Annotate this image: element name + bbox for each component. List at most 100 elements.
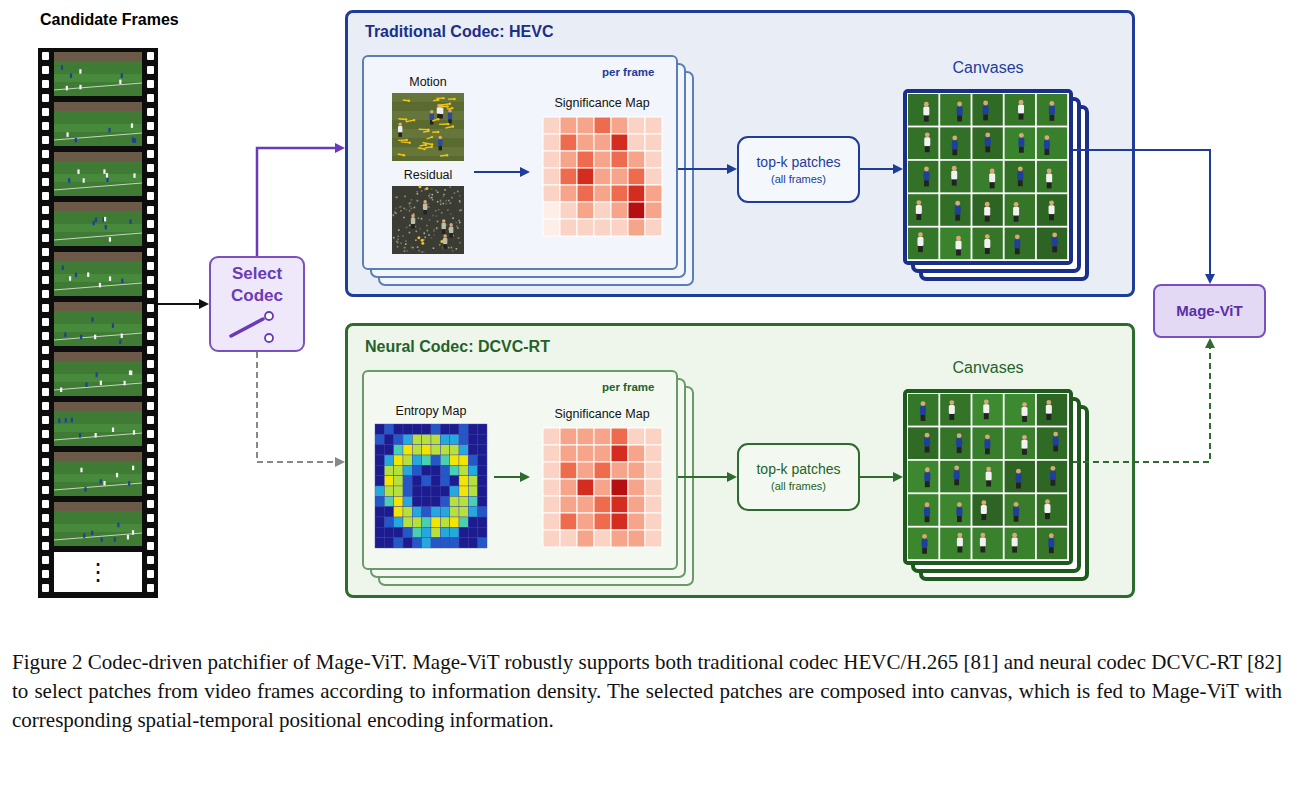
drawing-part — [1037, 528, 1067, 560]
node-text: per frame — [602, 380, 654, 394]
player-head — [1049, 101, 1054, 106]
drawing-part — [54, 424, 142, 432]
text-holder: Entropy Map — [375, 404, 487, 420]
entropy-cell — [412, 507, 421, 517]
connector-line — [678, 476, 729, 478]
player-head — [442, 219, 446, 223]
drawing-part — [908, 528, 938, 560]
drawing-part — [1005, 394, 1035, 426]
motion-vector — [422, 143, 432, 145]
player-dot — [80, 468, 82, 473]
map-cell — [645, 496, 662, 513]
player-dot — [133, 173, 135, 178]
residual-speckle — [421, 242, 424, 245]
residual-speckle — [459, 242, 461, 244]
player-dot — [105, 225, 107, 230]
player-figure — [956, 507, 962, 516]
map-cell — [577, 513, 594, 530]
residual-speckle — [449, 186, 451, 188]
canvas-patch — [940, 494, 970, 526]
entropy-cell — [412, 527, 421, 537]
entropy-cell — [403, 496, 412, 506]
sprocket-hole — [147, 150, 154, 158]
canvas-patch — [1005, 194, 1035, 226]
sprocket-hole — [42, 276, 49, 284]
entropy-cell — [394, 507, 403, 517]
text-holder: Significance Map — [532, 407, 672, 423]
significance-map — [543, 117, 662, 236]
entropy-cell — [422, 455, 431, 465]
sprocket-hole — [42, 108, 49, 116]
node-text: per frame — [602, 65, 654, 79]
map-cell — [645, 462, 662, 479]
residual-speckle — [436, 227, 438, 229]
sprocket-hole — [42, 80, 49, 88]
player-head — [1045, 135, 1050, 140]
player-legs — [949, 414, 954, 420]
entropy-cell — [478, 455, 487, 465]
sprocket-hole — [147, 192, 154, 200]
player-figure — [398, 126, 402, 133]
map-cell — [594, 428, 611, 445]
player-legs — [1053, 445, 1058, 451]
map-cell — [611, 185, 628, 202]
residual-speckle — [398, 229, 400, 231]
player-legs — [1014, 516, 1019, 522]
node-text: ⋮ — [38, 552, 158, 592]
node-text: Select Codec — [211, 263, 303, 307]
motion-image — [392, 93, 464, 161]
sprocket-hole — [42, 346, 49, 354]
map-cell — [594, 445, 611, 462]
drawing-part — [54, 352, 142, 396]
entropy-cell — [412, 424, 421, 434]
map-cell — [560, 168, 577, 185]
motion-vector-head — [452, 125, 454, 127]
drawing-part — [1037, 228, 1067, 260]
residual-speckle — [451, 247, 453, 249]
drawing-part — [54, 224, 142, 232]
sprocket-hole — [147, 458, 154, 466]
map-cell — [645, 185, 662, 202]
entropy-cell — [478, 538, 487, 548]
drawing-part — [1005, 194, 1035, 226]
entropy-cell — [459, 486, 468, 496]
player-figure — [955, 206, 961, 215]
motion-vector — [406, 120, 414, 122]
player-head — [955, 201, 960, 206]
sprocket-hole — [147, 388, 154, 396]
player-dot — [71, 418, 73, 423]
map-cell — [560, 134, 577, 151]
player-legs — [916, 214, 921, 220]
player-head — [1018, 166, 1023, 171]
map-cell — [628, 462, 645, 479]
entropy-cell — [431, 507, 440, 517]
player-dot — [106, 177, 108, 182]
drawing-part — [54, 152, 142, 196]
entropy-cell — [412, 486, 421, 496]
residual-speckle — [410, 208, 412, 210]
player-dot — [109, 276, 111, 281]
sprocket-hole — [42, 164, 49, 172]
entropy-cell — [459, 527, 468, 537]
player-legs — [1045, 513, 1050, 519]
canvas-patch — [908, 494, 938, 526]
map-cell — [594, 168, 611, 185]
player-head — [924, 102, 929, 107]
player-head — [949, 400, 954, 405]
player-head — [1047, 169, 1052, 174]
figure-caption: Figure 2 Codec-driven patchifier of Mage… — [12, 648, 1282, 735]
entropy-cell — [468, 434, 477, 444]
canvas-patch — [940, 161, 970, 193]
drawing-part — [54, 324, 142, 332]
entropy-cell — [450, 445, 459, 455]
map-cell — [645, 117, 662, 134]
player-head — [922, 534, 927, 539]
connector-line — [860, 476, 895, 478]
motion-vector-head — [423, 148, 425, 150]
drawing-part — [972, 461, 1002, 493]
residual-speckle — [437, 191, 439, 193]
video-frame — [54, 352, 142, 396]
map-cell — [543, 151, 560, 168]
sprocket-hole — [42, 178, 49, 186]
canvas-patch — [972, 161, 1002, 193]
